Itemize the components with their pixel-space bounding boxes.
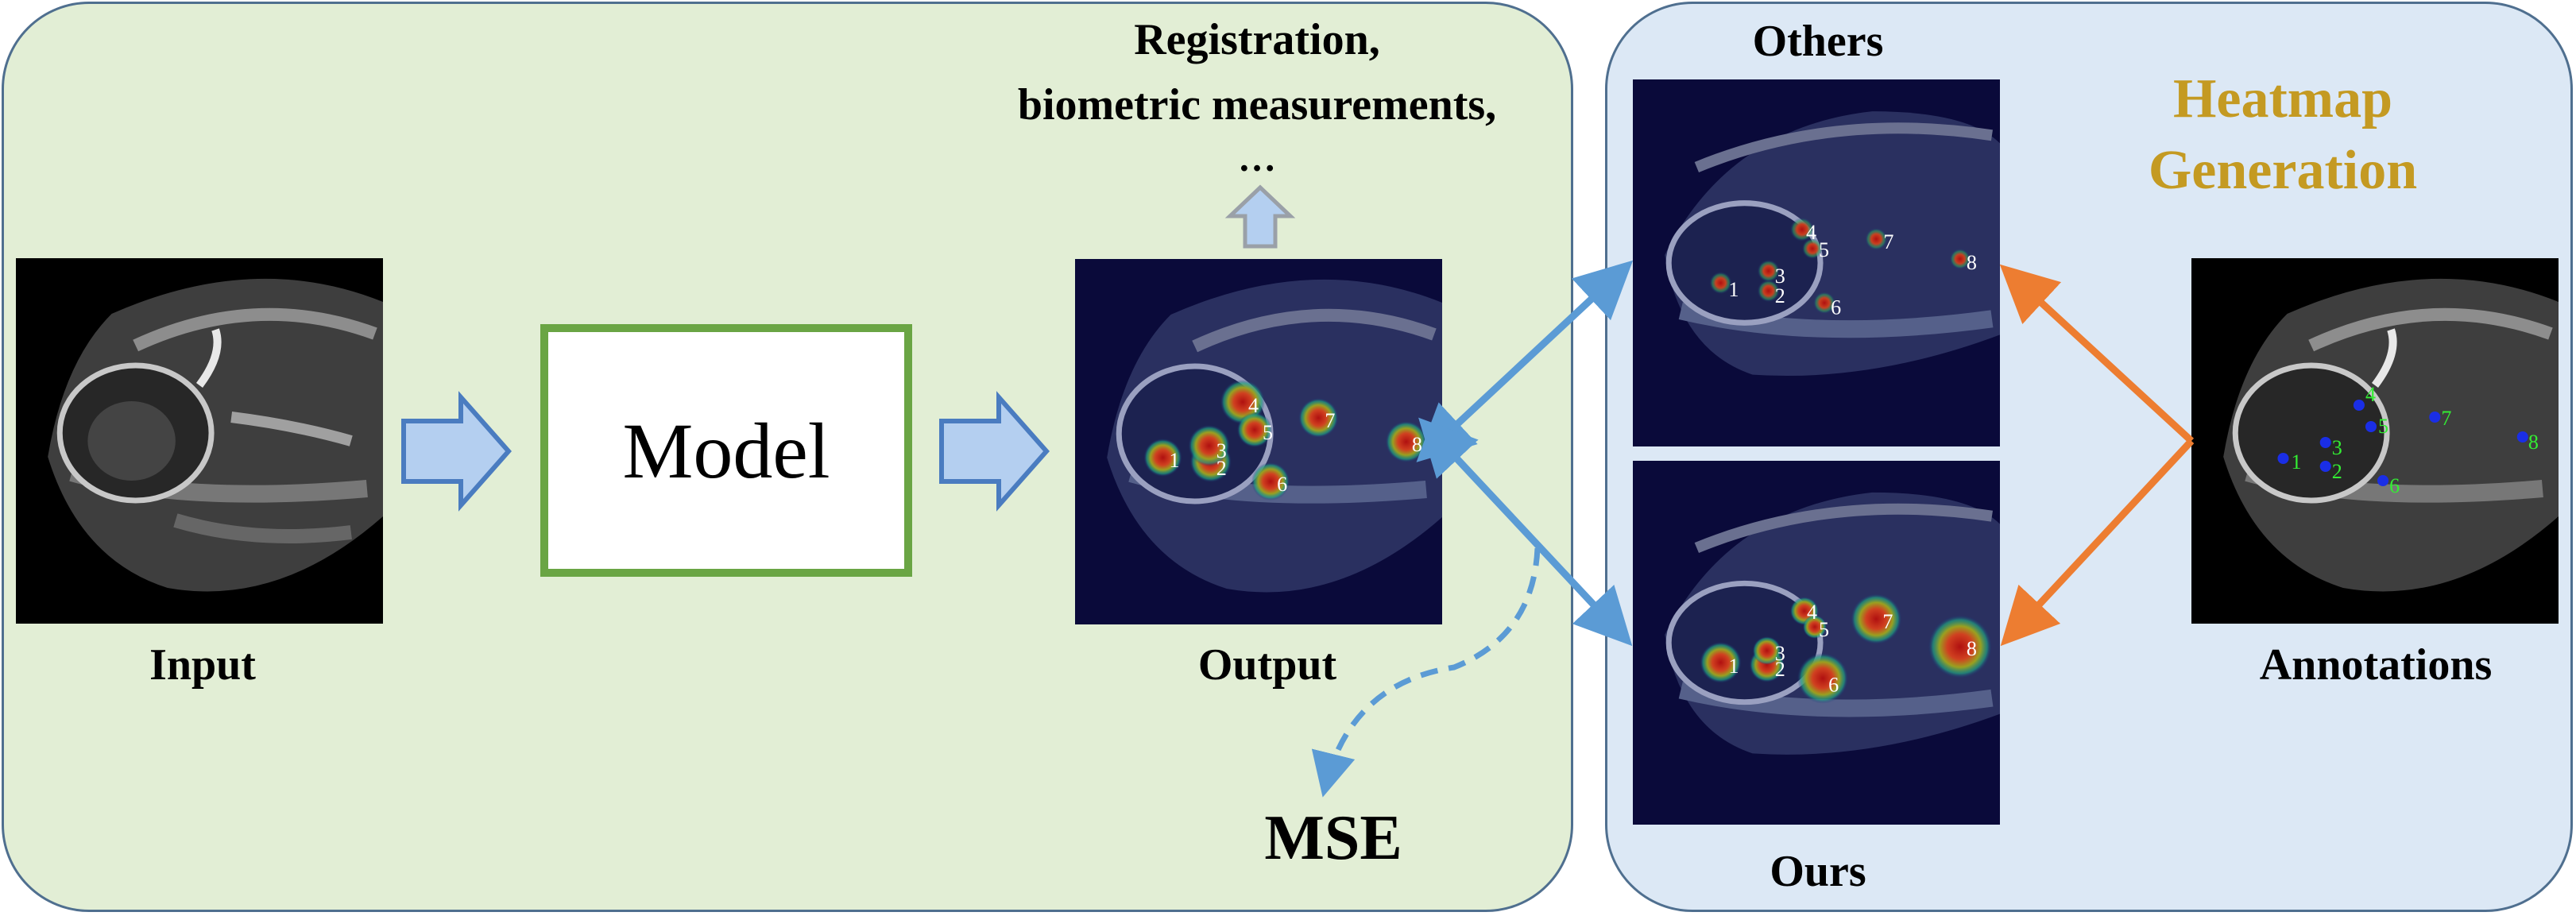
input-label: Input	[149, 640, 256, 690]
others-landmark-8: 8	[1967, 251, 1977, 274]
others-landmark-5: 5	[1819, 238, 1829, 261]
downstream-text-line2: biometric measurements,	[1017, 80, 1497, 129]
ours-label: Ours	[1770, 847, 1866, 896]
output-landmark-8: 8	[1412, 433, 1422, 456]
annotation-landmark-2: 2	[2332, 460, 2342, 483]
ours-landmark-7: 7	[1882, 610, 1893, 633]
annotation-landmark-7: 7	[2441, 407, 2451, 430]
output-landmark-7: 7	[1325, 409, 1335, 432]
annotation-landmark-4: 4	[2365, 383, 2376, 406]
output-landmark-4: 4	[1248, 394, 1259, 417]
ours-landmark-4: 4	[1807, 601, 1817, 624]
output-landmark-3: 3	[1216, 439, 1227, 462]
annotation-landmark-6: 6	[2389, 474, 2400, 497]
heatmap-generation-title-line2: Generation	[2148, 140, 2418, 201]
output-label: Output	[1197, 640, 1337, 690]
ours-landmark-3: 3	[1775, 642, 1785, 665]
others-landmark-1: 1	[1729, 278, 1739, 301]
ours-landmark-2: 2	[1775, 658, 1785, 681]
others-landmark-3: 3	[1775, 265, 1785, 288]
ours-heatmap-image: 1 2 3 4 5 6 7 8	[1633, 461, 2000, 825]
output-landmark-5: 5	[1263, 421, 1273, 444]
model-block: Model	[540, 324, 912, 577]
input-ultrasound-image	[16, 258, 383, 624]
annotations-image: 1 2 3 4 5 6 7 8	[2191, 258, 2559, 624]
others-landmark-7: 7	[1883, 230, 1893, 253]
others-landmark-6: 6	[1831, 296, 1841, 319]
others-label: Others	[1752, 17, 1884, 66]
ours-landmark-1: 1	[1729, 655, 1739, 678]
ours-landmark-8: 8	[1967, 637, 1977, 660]
model-label: Model	[622, 406, 830, 495]
heatmap-generation-title-line1: Heatmap	[2172, 68, 2393, 129]
downstream-text-line3: …	[1238, 137, 1276, 180]
ours-landmark-6: 6	[1828, 674, 1839, 697]
others-landmark-4: 4	[1806, 221, 1816, 244]
annotation-landmark-3: 3	[2332, 436, 2342, 459]
annotations-label: Annotations	[2259, 640, 2493, 690]
output-landmark-1: 1	[1170, 449, 1180, 472]
output-heatmap-image: 1 2 3 4 5 6 7 8	[1075, 259, 1442, 624]
output-landmark-2: 2	[1216, 457, 1227, 480]
downstream-text-line1: Registration,	[1134, 15, 1380, 64]
annotation-landmark-8: 8	[2528, 431, 2539, 454]
ours-landmark-5: 5	[1819, 618, 1829, 641]
output-landmark-6: 6	[1277, 473, 1287, 496]
others-heatmap-image: 1 2 3 4 5 6 7 8	[1633, 79, 2000, 446]
annotation-landmark-5: 5	[2378, 415, 2388, 438]
annotation-landmark-1: 1	[2292, 450, 2302, 473]
others-landmark-2: 2	[1775, 284, 1785, 307]
mse-label: MSE	[1264, 803, 1402, 873]
